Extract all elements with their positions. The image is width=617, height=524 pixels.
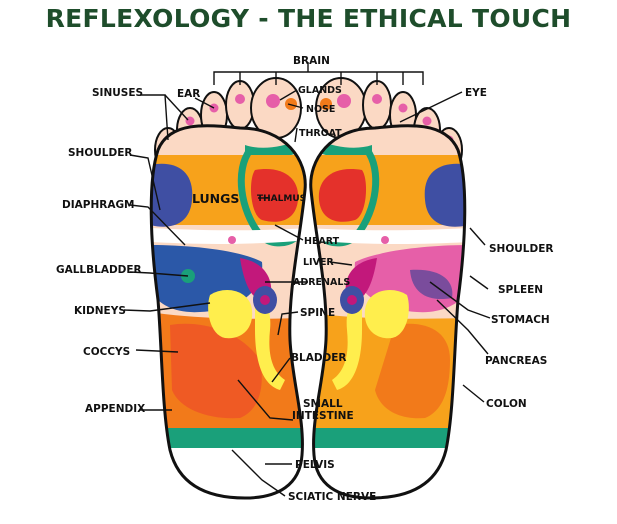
label-shoulder-right: SHOULDER: [489, 243, 553, 255]
label-appendix: APPENDIX: [85, 403, 145, 415]
label-coccys: COCCYS: [83, 346, 130, 358]
label-kidneys: KIDNEYS: [74, 305, 126, 317]
label-thalmus: THALMUS: [257, 194, 306, 204]
label-heart: HEART: [304, 236, 340, 247]
label-shoulder-left: SHOULDER: [68, 147, 132, 159]
label-lungs: LUNGS: [192, 191, 239, 206]
label-eye: EYE: [465, 87, 487, 99]
left-foot: [150, 78, 310, 508]
label-glands: GLANDS: [298, 85, 342, 96]
label-sciatic-nerve: SCIATIC NERVE: [288, 491, 376, 503]
label-stomach: STOMACH: [491, 314, 550, 326]
label-spleen: SPLEEN: [498, 284, 543, 296]
label-small: SMALL: [303, 398, 343, 410]
label-adrenals: ADRENALS: [293, 277, 350, 288]
labels: BRAIN GLANDS NOSE THROAT SINUSES EAR EYE…: [56, 55, 553, 503]
label-spine: SPINE: [300, 307, 335, 319]
label-diaphragm: DIAPHRAGM: [62, 199, 135, 211]
label-intestine: INTESTINE: [292, 410, 354, 422]
label-liver: LIVER: [303, 257, 334, 268]
label-gallbladder: GALLBLADDER: [56, 264, 142, 276]
label-pelvis: PELVIS: [295, 459, 335, 471]
left-foot-sole: [150, 126, 310, 508]
label-colon: COLON: [486, 398, 527, 410]
label-ear: EAR: [177, 88, 200, 100]
label-brain: BRAIN: [293, 55, 330, 67]
label-nose: NOSE: [306, 104, 335, 115]
label-sinuses: SINUSES: [92, 87, 143, 99]
label-throat: THROAT: [299, 128, 342, 139]
label-bladder: BLADDER: [291, 352, 347, 364]
label-pancreas: PANCREAS: [485, 355, 547, 367]
